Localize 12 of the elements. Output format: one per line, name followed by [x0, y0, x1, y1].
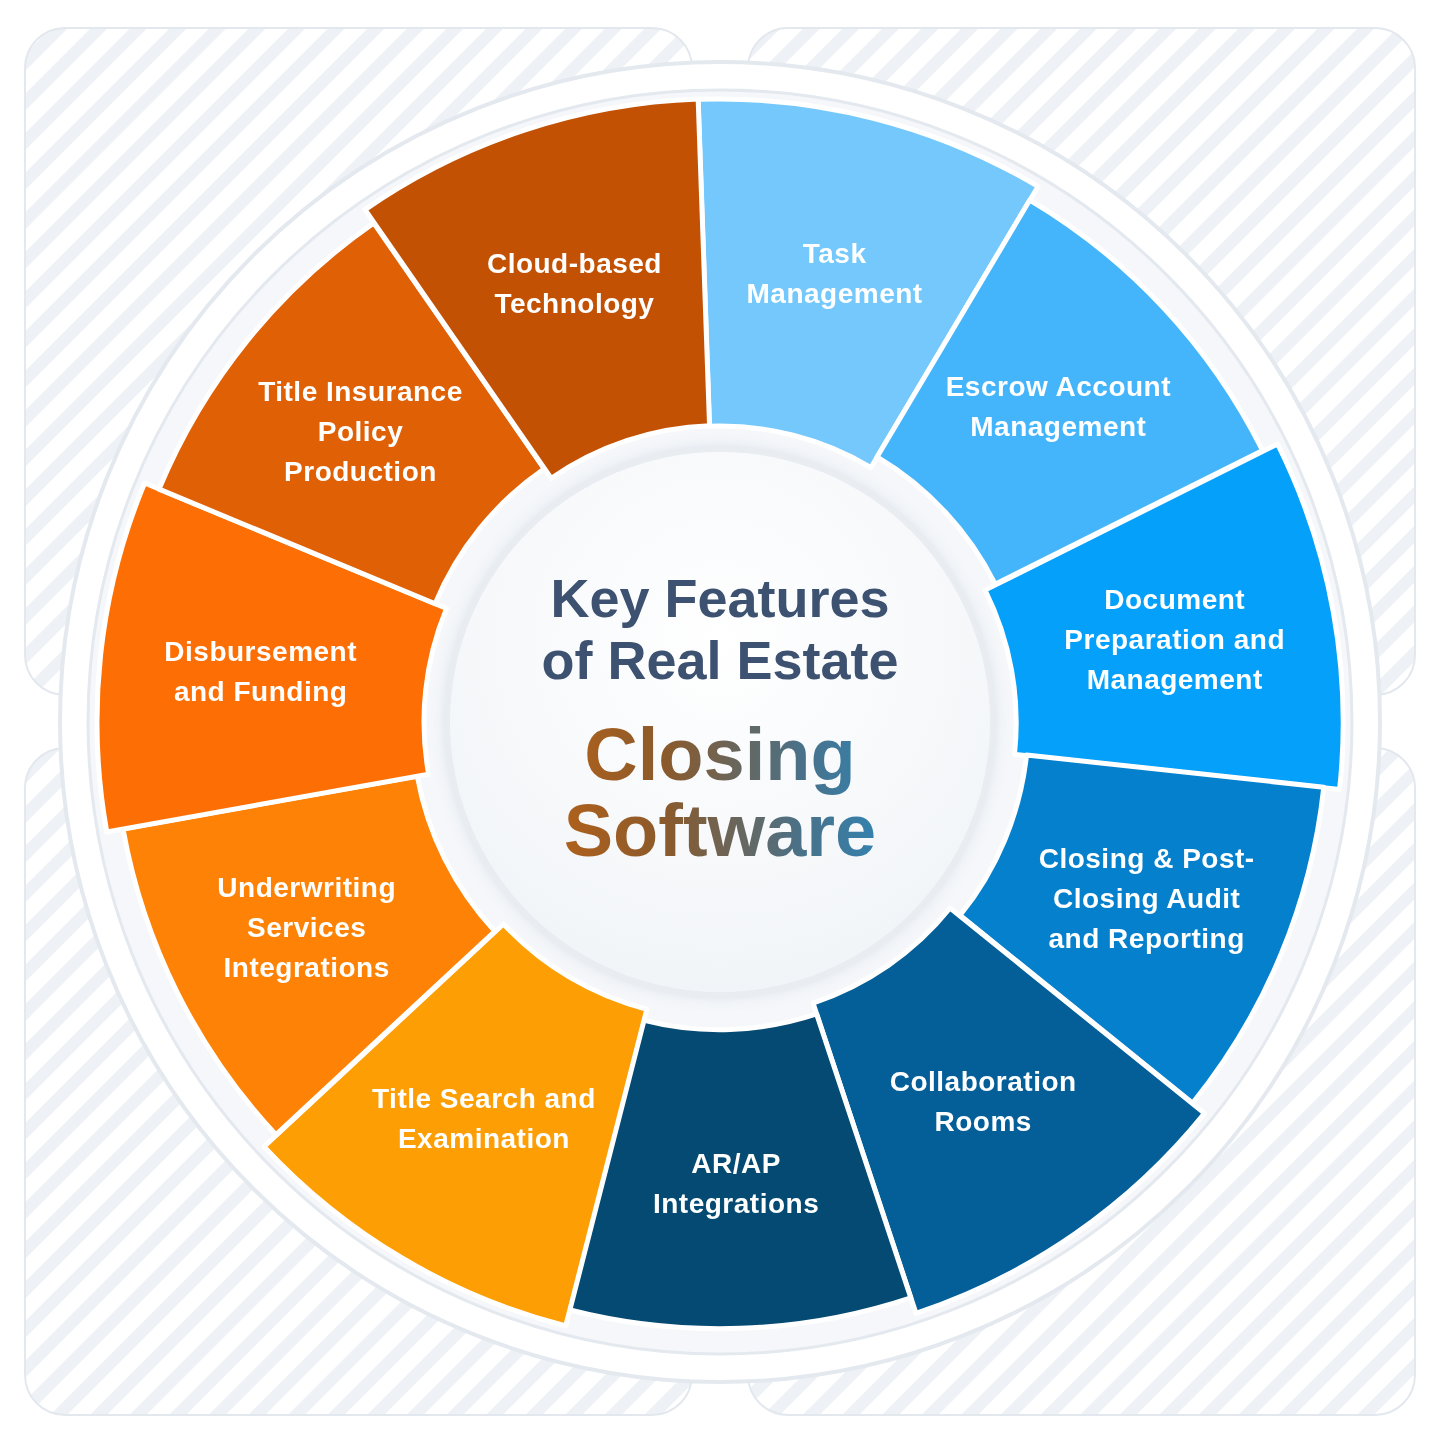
heading: Key Features of Real Estate — [540, 567, 900, 691]
segment-label: Title Insurance Policy Production — [257, 374, 464, 489]
segment-label: Escrow Account Management — [944, 370, 1173, 445]
segment-label: Collaboration Rooms — [888, 1064, 1078, 1139]
segment-label: Title Search and Examination — [371, 1082, 597, 1157]
segment-label: Closing & Post-Closing Audit and Reporting — [1037, 842, 1256, 957]
segment-label: AR/AP Integrations — [652, 1146, 821, 1221]
segment-label: Cloud-based Technology — [485, 246, 663, 321]
segment-label: Underwriting Services Integrations — [216, 871, 397, 986]
segment-label: Task Management — [745, 237, 924, 312]
segment-label: Disbursement and Funding — [163, 635, 359, 710]
segment-label: Document Preparation and Management — [1063, 583, 1287, 698]
